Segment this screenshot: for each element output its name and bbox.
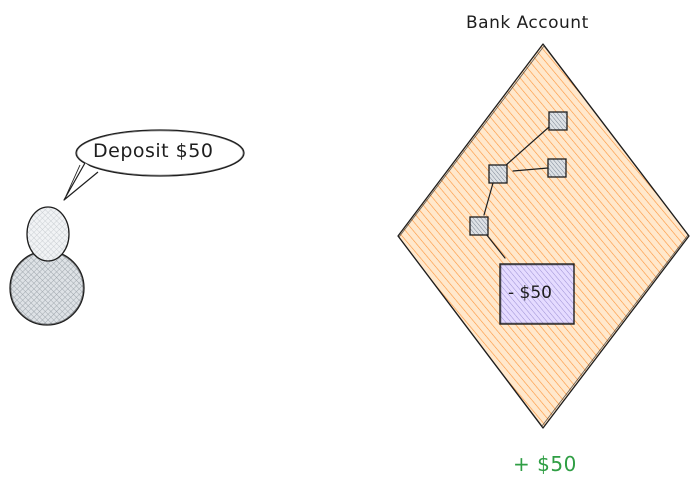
- bank-account-diamond: [397, 43, 690, 429]
- withdraw-box-label: - $50: [508, 283, 552, 303]
- account-node-mid-right: [547, 158, 567, 178]
- deposit-result-text: + $50: [513, 452, 577, 476]
- person-icon: [9, 206, 85, 326]
- account-node-top: [548, 111, 568, 131]
- node-connectors: [483, 126, 550, 259]
- speech-bubble: [63, 129, 245, 201]
- account-node-lower: [469, 216, 489, 236]
- account-node-mid-left: [488, 164, 508, 184]
- bank-account-title: Bank Account: [466, 13, 589, 33]
- withdraw-box: [499, 263, 575, 325]
- deposit-speech-text: Deposit $50: [93, 140, 214, 162]
